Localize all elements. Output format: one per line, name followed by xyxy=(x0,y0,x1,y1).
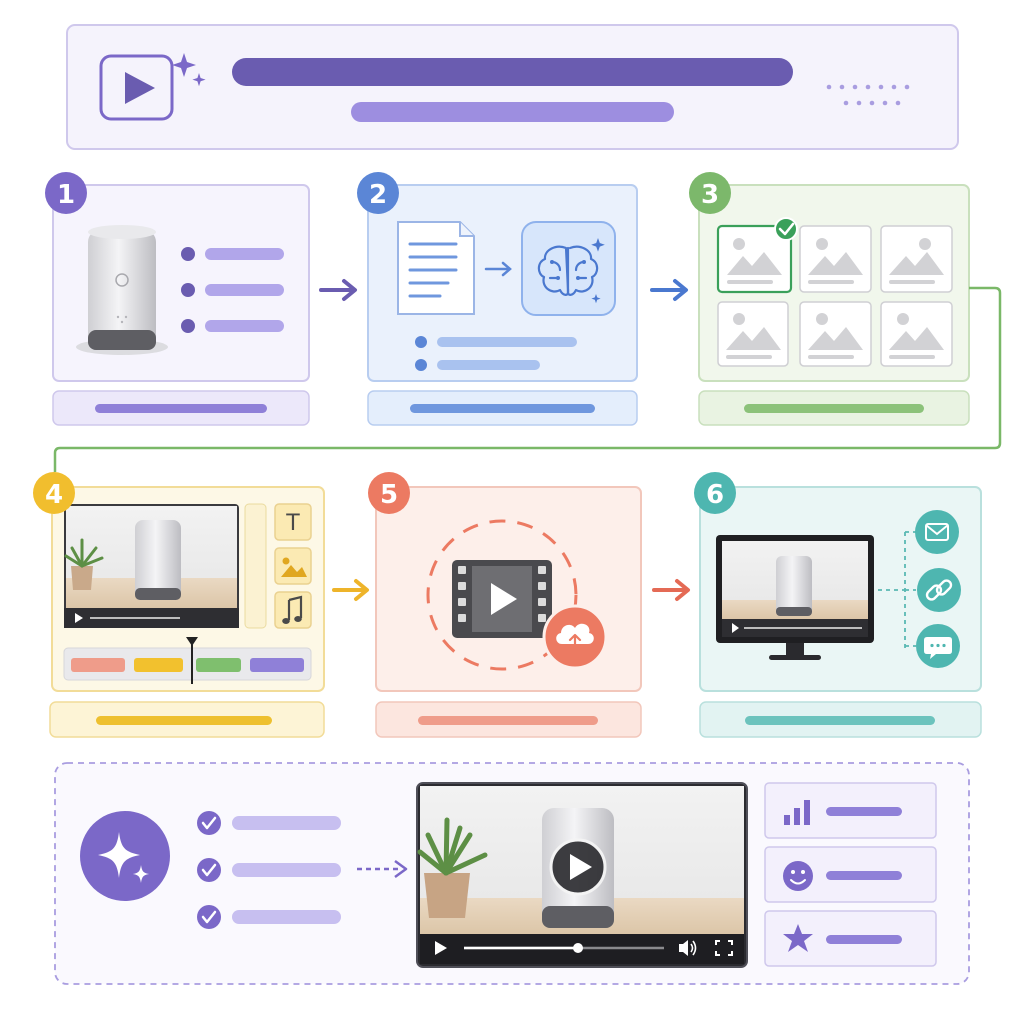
step-6-badge: 6 xyxy=(694,472,736,514)
image-thumbnail-selected xyxy=(716,224,793,294)
header-subtitle-bar xyxy=(351,102,674,122)
arrow-step1-to-step2 xyxy=(319,279,357,301)
checkmark-icon xyxy=(774,217,798,241)
metric-card-rating xyxy=(764,910,937,967)
step-6-card xyxy=(699,486,982,692)
step-5-number: 5 xyxy=(380,480,398,510)
play-button[interactable] xyxy=(549,838,607,896)
sparkle-icon xyxy=(172,53,206,87)
volume-icon[interactable] xyxy=(679,940,697,956)
document-icon xyxy=(397,221,475,315)
step-1-number: 1 xyxy=(57,180,75,210)
image-grid xyxy=(716,217,953,367)
step-3-card xyxy=(698,184,970,382)
share-connector xyxy=(878,531,916,648)
decorative-dots xyxy=(826,84,910,106)
step-4-card: T xyxy=(51,486,325,692)
arrow-step4-to-step5 xyxy=(332,579,369,601)
step-2-card xyxy=(367,184,638,382)
header-title-bar xyxy=(232,58,793,86)
step-2-badge: 2 xyxy=(357,172,399,214)
arrow-step2-to-step3 xyxy=(650,279,688,301)
arrow-doc-to-ai xyxy=(484,261,512,277)
video-play-icon xyxy=(99,54,174,121)
metric-card-engagement xyxy=(764,846,937,903)
image-thumbnail xyxy=(880,225,953,293)
ai-brain-icon xyxy=(521,221,616,316)
arrow-to-final-video xyxy=(357,859,408,879)
monitor-image xyxy=(716,535,874,660)
player-play-icon[interactable] xyxy=(435,941,447,955)
music-tool-button[interactable] xyxy=(274,591,312,629)
step-3-badge: 3 xyxy=(689,172,731,214)
text-tool-label: T xyxy=(285,511,300,536)
image-tool-button[interactable] xyxy=(274,547,312,585)
image-thumbnail xyxy=(799,225,872,293)
player-progress-bar[interactable] xyxy=(464,943,664,953)
star-icon xyxy=(783,924,813,952)
step-3-caption xyxy=(698,390,970,426)
video-preview xyxy=(64,504,239,628)
step-4-caption xyxy=(49,701,325,738)
result-panel xyxy=(54,762,970,985)
step-6-caption xyxy=(699,701,982,738)
step-2-caption xyxy=(367,390,638,426)
step-4-badge: 4 xyxy=(33,472,75,514)
image-thumbnail xyxy=(799,301,872,367)
timeline-track[interactable] xyxy=(63,637,312,684)
benefit-list xyxy=(197,811,341,929)
metric-card-analytics xyxy=(764,782,937,839)
image-thumbnail xyxy=(880,301,953,367)
feature-list xyxy=(181,247,284,333)
fullscreen-icon[interactable] xyxy=(715,940,733,956)
header-banner xyxy=(66,24,959,150)
step-2-number: 2 xyxy=(369,180,387,210)
step-1-card xyxy=(52,184,310,382)
step-1-caption xyxy=(52,390,310,426)
ai-output-list xyxy=(415,336,577,371)
smile-icon xyxy=(783,861,813,891)
render-progress-ring xyxy=(426,519,578,671)
mail-icon[interactable] xyxy=(915,510,959,554)
step-4-number: 4 xyxy=(45,480,63,510)
film-icon xyxy=(452,560,552,638)
smart-speaker-image xyxy=(76,225,168,355)
text-tool-button[interactable]: T xyxy=(274,503,312,541)
image-thumbnail xyxy=(717,301,789,367)
link-icon[interactable] xyxy=(917,568,961,612)
chat-icon[interactable] xyxy=(916,624,960,668)
speaker-image xyxy=(135,520,181,600)
cloud-upload-icon xyxy=(542,604,608,670)
sparkle-icon xyxy=(80,811,170,901)
step-5-card xyxy=(375,486,642,692)
final-video-player[interactable] xyxy=(416,782,748,968)
arrow-step5-to-step6 xyxy=(652,579,690,601)
step-6-number: 6 xyxy=(706,480,724,510)
connector-row1-to-row2 xyxy=(53,286,1002,472)
plant-image xyxy=(64,538,104,590)
editor-tool-panel: T xyxy=(244,503,312,629)
plant-image xyxy=(417,817,488,918)
step-1-badge: 1 xyxy=(45,172,87,214)
bar-chart-icon xyxy=(784,800,810,825)
step-5-badge: 5 xyxy=(368,472,410,514)
step-5-caption xyxy=(375,701,642,738)
step-3-number: 3 xyxy=(701,180,719,210)
